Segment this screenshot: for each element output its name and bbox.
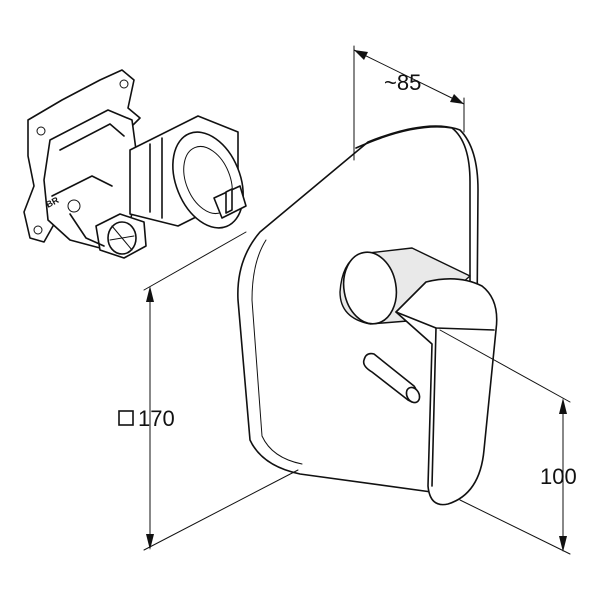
mixer-lever: [339, 247, 498, 506]
height-dimension-label: 100: [540, 464, 577, 489]
plate-dimension-label: 170: [138, 406, 175, 431]
dimension-height: 100: [439, 329, 577, 555]
dimension-depth: ~85: [353, 45, 465, 161]
dimension-plate: 170: [118, 231, 299, 551]
square-symbol-icon: [118, 410, 134, 426]
depth-dimension-label: ~85: [384, 70, 421, 95]
valve-body: BR: [23, 69, 247, 259]
